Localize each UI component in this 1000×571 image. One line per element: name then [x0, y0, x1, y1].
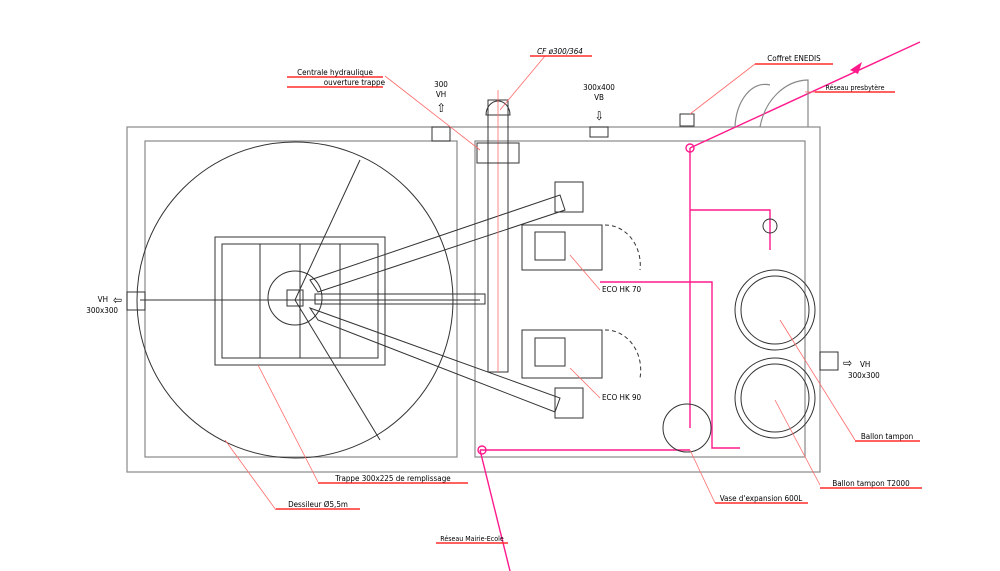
- label-vent-top-right-type: VB: [594, 93, 604, 102]
- boiler-eco-hk-90: [521, 329, 642, 379]
- feed-augers: [308, 181, 584, 419]
- vent-left: [126, 291, 146, 311]
- buffer-tank-2: [734, 357, 816, 439]
- label-vase: Vase d'expansion 600L: [720, 494, 803, 503]
- label-vent-top-right-size: 300x400: [583, 83, 615, 92]
- enedis-cabinet: [734, 79, 809, 128]
- vent-arrow-left-icon: ⇦: [113, 293, 122, 307]
- label-ballon-1: Ballon tampon: [861, 432, 913, 441]
- pump-icon: [762, 218, 778, 234]
- boiler-eco-hk-70: [521, 224, 641, 271]
- label-boiler-2: ECO HK 90: [602, 393, 642, 402]
- label-coffret: Coffret ENEDIS: [767, 54, 821, 63]
- vent-right: [819, 351, 839, 371]
- label-cf: CF ø300/364: [537, 47, 583, 56]
- vent-arrow-down-icon: ⇩: [594, 109, 603, 123]
- label-trappe: Trappe 300x225 de remplissage: [334, 474, 451, 483]
- label-reseau-presbytere: Réseau presbytère: [826, 84, 885, 92]
- label-reseau-mairie: Réseau Mairie-Ecole: [440, 535, 504, 543]
- label-centrale-2: ouverture trappe: [324, 78, 386, 87]
- label-vent-top-left-type: VH: [436, 90, 446, 99]
- heating-pipes: [477, 41, 921, 571]
- label-centrale-1: Centrale hydraulique: [297, 68, 373, 77]
- vent-arrow-right-icon: ⇨: [843, 356, 852, 370]
- expansion-vessel: [662, 403, 712, 453]
- silo-sweeper: [136, 141, 480, 459]
- label-dessileur: Dessileur Ø5,5m: [288, 499, 348, 509]
- buffer-tank-1: [734, 269, 816, 351]
- chimney-flue: [476, 90, 520, 373]
- label-ballon-2: Ballon tampon T2000: [832, 479, 910, 488]
- leader-lines: [224, 55, 856, 511]
- label-vent-left-type: VH: [98, 295, 108, 304]
- vent-top-left: [431, 126, 451, 142]
- label-vent-left-size: 300x300: [86, 306, 118, 315]
- label-boiler-1: ECO HK 70: [602, 285, 642, 294]
- vent-arrow-up-icon: ⇧: [436, 101, 445, 115]
- label-vent-right-type: VH: [860, 360, 870, 369]
- label-underlines: [276, 55, 922, 544]
- label-vent-right-size: 300x300: [848, 371, 880, 380]
- vent-top-right: [589, 126, 609, 138]
- label-vent-top-left-size: 300: [434, 80, 448, 89]
